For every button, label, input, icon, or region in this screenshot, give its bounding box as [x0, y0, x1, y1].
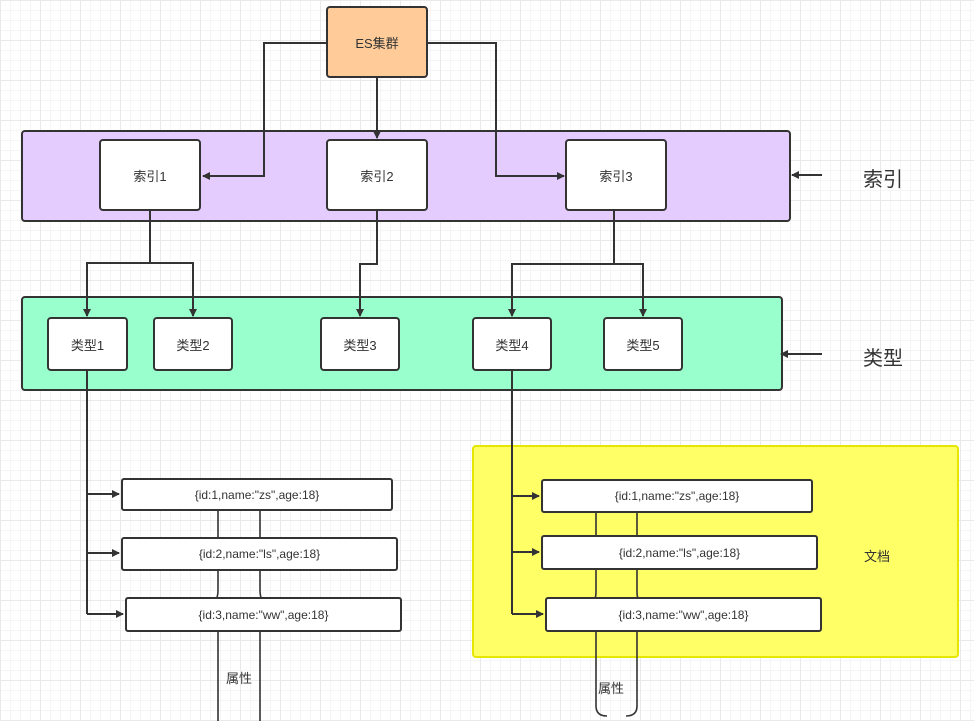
- doc-left-1-text: {id:1,name:"zs",age:18}: [194, 487, 320, 502]
- attribute-label-left: 属性: [226, 671, 253, 686]
- index-node-1-label: 索引1: [133, 168, 167, 184]
- doc-left-2-text: {id:2,name:"ls",age:18}: [198, 547, 321, 561]
- es-cluster-node[interactable]: ES集群: [326, 6, 428, 78]
- doc-left-3-text: {id:3,name:"ww",age:18}: [198, 607, 329, 622]
- doc-right-1-text: {id:1,name:"zs",age:18}: [614, 489, 740, 503]
- type-node-2-label: 类型2: [176, 337, 210, 353]
- type-node-3[interactable]: 类型3: [320, 317, 400, 371]
- index-node-2-label: 索引2: [360, 168, 394, 184]
- attribute-label-right: 属性: [598, 681, 625, 696]
- side-label-document: 文档: [864, 549, 891, 564]
- type-node-2[interactable]: 类型2: [153, 317, 233, 371]
- type-node-1-label: 类型1: [70, 337, 105, 353]
- doc-right-3-text: {id:3,name:"ww",age:18}: [618, 607, 749, 622]
- doc-right-2-text: {id:2,name:"ls",age:18}: [618, 545, 741, 560]
- side-label-type: 类型: [863, 348, 903, 370]
- index-node-3-label: 索引3: [599, 168, 633, 184]
- index-node-2[interactable]: 索引2: [326, 139, 428, 211]
- type-node-4-label: 类型4: [495, 337, 529, 353]
- doc-right-1[interactable]: {id:1,name:"zs",age:18}: [541, 479, 813, 513]
- doc-left-3[interactable]: {id:3,name:"ww",age:18}: [125, 597, 402, 632]
- doc-left-2[interactable]: {id:2,name:"ls",age:18}: [121, 537, 398, 571]
- side-label-index: 索引: [863, 169, 903, 191]
- doc-right-3[interactable]: {id:3,name:"ww",age:18}: [545, 597, 822, 632]
- type-node-5-label: 类型5: [626, 337, 660, 353]
- doc-left-1[interactable]: {id:1,name:"zs",age:18}: [121, 478, 393, 511]
- type-node-5[interactable]: 类型5: [603, 317, 683, 371]
- index-node-1[interactable]: 索引1: [99, 139, 201, 211]
- es-cluster-label: ES集群: [355, 35, 399, 51]
- doc-right-2[interactable]: {id:2,name:"ls",age:18}: [541, 535, 818, 570]
- type-node-1[interactable]: 类型1: [47, 317, 128, 371]
- index-node-3[interactable]: 索引3: [565, 139, 667, 211]
- type-node-3-label: 类型3: [343, 337, 377, 353]
- type-node-4[interactable]: 类型4: [472, 317, 552, 371]
